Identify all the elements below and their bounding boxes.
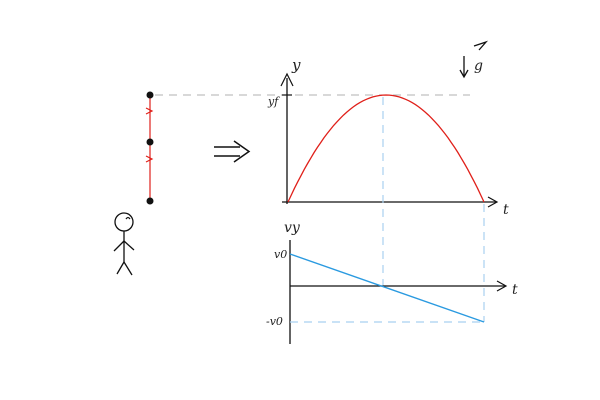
gravity-arrow-icon [459,40,489,79]
down-mark-icon [145,155,154,163]
y-max-label: yf [267,95,280,108]
vy-axis-label: vy [284,220,301,236]
y-axis-arrow-icon [280,72,294,87]
velocity-line [289,253,485,323]
minus-v0-label: -v0 [266,315,283,328]
vertical-throw-sketch [145,91,470,205]
velocity-graph: vy t v0 -v0 [266,220,518,344]
ball-top-dot [146,91,154,99]
t-axis-bottom-arrow-icon [496,280,508,292]
gravity-marker: g [459,40,489,79]
v0-label: v0 [274,248,287,261]
position-graph: y yf t [267,56,509,218]
up-mark-icon [145,107,154,115]
t-axis-label-bottom: t [512,282,518,298]
t-axis-arrow-icon [487,196,499,208]
y-axis-label: y [291,56,301,74]
gravity-label: g [474,58,483,74]
double-arrow-icon [214,140,251,163]
t-axis-label-top: t [503,202,509,218]
stick-figure-icon [113,212,135,276]
ball-middle-dot [146,138,154,146]
ball-bottom-dot [146,197,154,205]
position-parabola-curve [287,94,485,203]
